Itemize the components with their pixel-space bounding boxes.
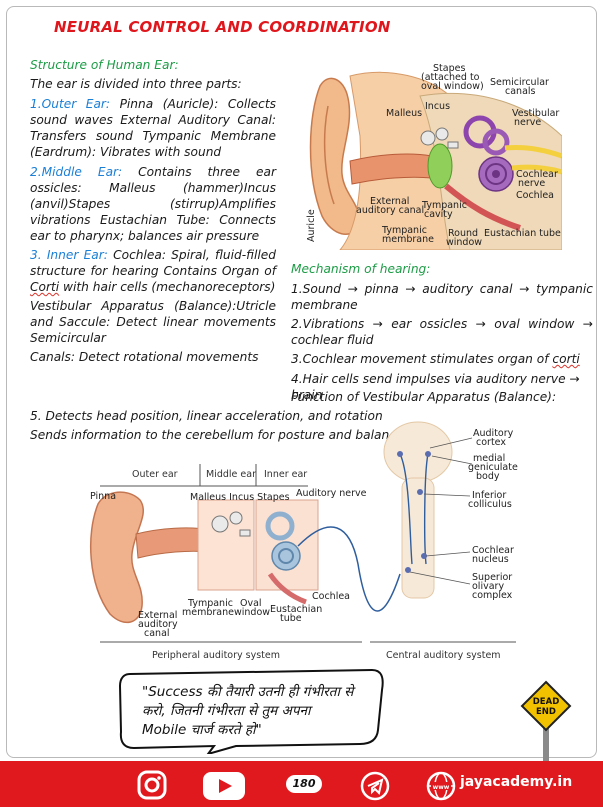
label-external2-1: External: [138, 610, 177, 621]
globe-icon[interactable]: www: [426, 771, 456, 801]
label-cochlear-nucleus1: Cochlear: [472, 545, 514, 556]
mechanism-step-3: 3.Cochlear movement stimulates organ of …: [291, 351, 580, 367]
page-number: 180: [286, 775, 322, 793]
label-stapes-note1: (attached to: [421, 72, 480, 83]
label-external2-3: canal: [144, 628, 170, 639]
label-tympanic-cavity1: Tympanic: [421, 200, 467, 211]
label-stapes-note2: oval window): [421, 81, 484, 92]
globe-www-text: www: [433, 784, 450, 791]
label-superior2: olivary: [472, 581, 504, 592]
label-round2: window: [446, 237, 482, 248]
telegram-icon[interactable]: [360, 771, 390, 801]
label-vestibular1: Vestibular: [512, 108, 559, 119]
label-malleus: Malleus: [386, 108, 422, 119]
quote-line-2: करो, जितनी गंभीरता से तुम अपना: [142, 703, 311, 719]
dead-end-line-2: END: [536, 707, 556, 717]
middle-ear-label: 2.Middle Ear:: [30, 165, 123, 179]
label-auditory-cortex2: cortex: [476, 437, 506, 448]
label-stapes: Stapes: [433, 63, 465, 74]
ear-anatomy-diagram: Stapes (attached to oval window) Semicir…: [300, 56, 562, 250]
label-external2: auditory canal: [356, 205, 424, 216]
page-frame: [6, 6, 597, 758]
middle-ear-text: Contains three ear ossicles: Malleus (ha…: [30, 165, 276, 243]
intro-text: The ear is divided into three parts:: [30, 77, 242, 91]
label-semicircular1: Semicircular: [490, 77, 549, 88]
mechanism-step-5: 5. Detects head position, linear acceler…: [30, 409, 383, 423]
mechanism-step-2: 2.Vibrations → ear ossicles → oval windo…: [291, 317, 593, 347]
youtube-icon[interactable]: [202, 771, 246, 801]
label-cochlear-nerve2: nerve: [518, 178, 545, 189]
mechanism-step-3-corti: corti: [552, 352, 580, 366]
label-incus: Incus: [425, 101, 450, 112]
page-title: NEURAL CONTROL AND COORDINATION: [54, 18, 391, 36]
label-external1: External: [370, 196, 409, 207]
label-pinna: Pinna: [90, 491, 116, 502]
label-superior1: Superior: [472, 572, 512, 583]
label-inferior1: Inferior: [472, 490, 506, 501]
label-tympanic-membrane2: membrane: [382, 234, 434, 245]
label-oval2: window: [234, 607, 270, 618]
quote-line-1: "Success की तैयारी उतनी ही गंभीरता से: [142, 684, 354, 700]
vestibular-paragraph: Vestibular Apparatus (Balance):Utricle a…: [30, 299, 276, 345]
auditory-pathway-diagram: Outer ear Middle ear Inner ear Auditory …: [90, 421, 518, 661]
instagram-icon[interactable]: [137, 770, 167, 800]
label-semicircular2: canals: [505, 86, 536, 97]
canals-text: Canals: Detect rotational movements: [30, 350, 259, 364]
label-tympanic2-2: membrane: [182, 607, 234, 618]
inner-ear-text-b: with hair cells (mechanoreceptors): [59, 280, 276, 294]
quote-line-3: Mobile चार्ज करते हो": [142, 722, 262, 738]
dead-end-sign: DEAD END: [520, 680, 572, 762]
cerebellum-text: Sends information to the cerebellum for …: [30, 428, 404, 442]
label-oval1: Oval: [240, 598, 262, 609]
label-cochlear-nerve1: Cochlear: [516, 169, 558, 180]
header-middle-ear: Middle ear: [206, 469, 256, 480]
label-medial3: body: [476, 471, 500, 482]
label-auditory-nerve: Auditory nerve: [296, 488, 367, 499]
label-cochlea: Cochlea: [516, 190, 554, 201]
label-auditory-cortex1: Auditory: [473, 428, 514, 439]
header-inner-ear: Inner ear: [264, 469, 307, 480]
label-central-system: Central auditory system: [386, 650, 501, 661]
label-peripheral-system: Peripheral auditory system: [152, 650, 280, 661]
label-medial1: medial: [473, 453, 505, 464]
label-external2-2: auditory: [138, 619, 178, 630]
mechanism-step-1: 1.Sound → pinna → auditory canal → tympa…: [291, 282, 593, 312]
label-eustachian2-1: Eustachian: [270, 604, 322, 615]
label-superior3: complex: [472, 590, 513, 601]
label-tympanic2-1: Tympanic: [187, 598, 233, 609]
dead-end-line-1: DEAD: [533, 697, 560, 707]
outer-ear-paragraph: 1.Outer Ear: Pinna (Auricle): Collects s…: [30, 96, 276, 160]
website-link[interactable]: jayacademy.in: [460, 774, 573, 790]
mechanism-step-3-text: 3.Cochlear movement stimulates organ of: [291, 352, 553, 366]
outer-ear-text: Pinna (Auricle): Collects sound waves Ex…: [30, 97, 276, 159]
label-ossicles: Malleus Incus Stapes: [190, 492, 290, 503]
label-tympanic-cavity2: cavity: [424, 209, 453, 220]
inner-ear-paragraph: 3. Inner Ear: Cochlea: Spiral, fluid-fil…: [30, 247, 276, 295]
structure-heading: Structure of Human Ear:: [30, 58, 179, 72]
label-eustachian: Eustachian tube: [484, 228, 561, 239]
quote-text: "Success की तैयारी उतनी ही गंभीरता से कर…: [142, 683, 382, 740]
inner-ear-text-a: Cochlea: Spiral, fluid-filled structure …: [30, 248, 276, 278]
mechanism-heading: Mechanism of hearing:: [291, 262, 431, 276]
label-round1: Round: [448, 228, 478, 239]
inner-ear-corti: Corti: [30, 280, 60, 294]
label-cochlea2: Cochlea: [312, 591, 350, 602]
middle-ear-paragraph: 2.Middle Ear: Contains three ear ossicle…: [30, 164, 276, 244]
header-outer-ear: Outer ear: [132, 469, 178, 480]
mechanism-step-4: 4.Hair cells send impulses via auditory …: [291, 372, 580, 402]
inner-ear-label: 3. Inner Ear:: [30, 248, 108, 262]
quote-bubble: [118, 668, 384, 754]
outer-ear-label: 1.Outer Ear:: [30, 97, 111, 111]
label-auricle: Auricle: [306, 209, 317, 242]
label-medial2: geniculate: [468, 462, 518, 473]
label-vestibular2: nerve: [514, 117, 541, 128]
label-cochlear-nucleus2: nucleus: [472, 554, 509, 565]
label-inferior2: colliculus: [468, 499, 512, 510]
label-tympanic-membrane1: Tympanic: [381, 225, 427, 236]
vestibular-function-heading: Function of Vestibular Apparatus (Balanc…: [291, 390, 557, 404]
label-eustachian2-2: tube: [280, 613, 302, 624]
